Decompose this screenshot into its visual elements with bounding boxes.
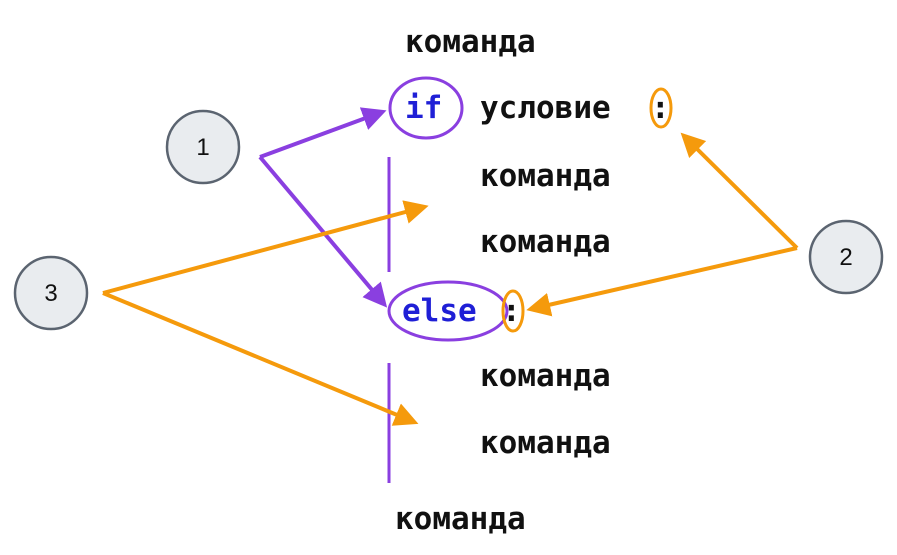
if-body-line-2: команда (480, 224, 611, 260)
else-keyword: else (402, 293, 477, 329)
if-keyword-highlight (388, 76, 464, 140)
callout-badge-2: 2 (808, 219, 884, 295)
callout-label-1: 1 (196, 134, 209, 161)
arrow-3-to-else-block (102, 291, 419, 426)
if-condition: условие (480, 90, 611, 126)
arrow-3-to-if-block (102, 200, 429, 295)
if-keyword: if (405, 90, 442, 126)
if-colon-highlight (649, 87, 673, 129)
callout-label-3: 3 (44, 280, 57, 307)
callout-badge-3: 3 (13, 255, 89, 331)
arrow-1-to-else (258, 155, 388, 308)
if-body-line-1: команда (480, 158, 611, 194)
callout-badge-1: 1 (165, 109, 241, 185)
else-body-line-1: команда (480, 358, 611, 394)
code-line-before: команда (405, 24, 536, 60)
arrow-1-to-if (259, 107, 387, 159)
else-body-line-2: команда (480, 425, 611, 461)
if-colon: : (651, 90, 670, 126)
arrow-2-to-else-colon (526, 246, 798, 317)
arrow-2-to-if-colon (680, 132, 799, 250)
else-colon: : (502, 293, 521, 329)
callout-label-2: 2 (839, 244, 852, 271)
else-keyword-highlight (387, 280, 509, 342)
else-colon-highlight (501, 289, 525, 333)
code-line-after: команда (395, 501, 526, 537)
